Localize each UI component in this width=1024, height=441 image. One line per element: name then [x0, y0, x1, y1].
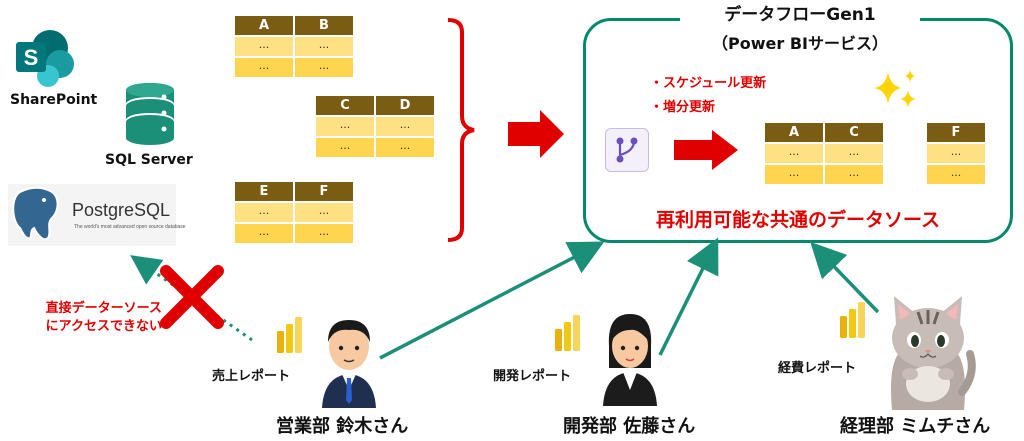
dataflow-icon: [605, 128, 649, 172]
elephant-icon: [12, 186, 59, 241]
sql-server-label: SQL Server: [105, 152, 193, 168]
table-cell: ...: [235, 58, 295, 77]
table-cell: ...: [399, 139, 411, 152]
table-ef: E F ...... ......: [235, 182, 353, 243]
table-header-cell: E: [235, 182, 295, 201]
powerbi-icon: [840, 302, 865, 338]
table-cell: ...: [316, 138, 376, 157]
powerbi-icon: [277, 317, 302, 353]
red-arrow-left: [508, 110, 564, 158]
postgresql-wordmark: PostgreSQL: [72, 200, 171, 220]
table-cell: ...: [318, 38, 330, 51]
dataflow-caption: 再利用可能な共通のデータソース: [655, 209, 941, 231]
table-header-cell: F: [319, 184, 329, 199]
dataflow-subtitle: （Power BIサービス）: [712, 34, 888, 53]
table-cell: ...: [848, 145, 860, 158]
bracket-and-arrow: [447, 18, 564, 242]
table-header-cell: B: [319, 18, 329, 33]
table-cell: ...: [235, 37, 295, 56]
sharepoint-logo: S: [14, 28, 76, 88]
table-ab: A B ...... ......: [235, 16, 353, 77]
table-cell: ...: [318, 204, 330, 217]
sharepoint-icon: S: [16, 30, 74, 87]
dev-report-label: 開発レポート: [493, 369, 572, 384]
table-ac: A C ...... ......: [765, 123, 883, 184]
sales-person-name: 営業部 鈴木さん: [276, 416, 409, 437]
acct-person-name: 経理部 ミムチさん: [840, 416, 991, 437]
bullet-text: 増分更新: [663, 100, 716, 115]
table-header-cell: C: [849, 125, 859, 140]
table-header-cell: F: [951, 125, 961, 140]
arrow-dev: [658, 237, 719, 356]
arrow-blocked: [130, 255, 253, 342]
acct-report-label: 経費レポート: [778, 361, 857, 376]
blocked-line-1: 直接データーソース: [45, 301, 162, 316]
blocked-x-icon: [160, 265, 224, 329]
table-cell: ...: [235, 224, 295, 243]
sparkle-icon: [874, 70, 916, 108]
cat-avatar: [891, 296, 976, 410]
table-cell: ...: [235, 203, 295, 222]
table-cell: ...: [318, 225, 330, 238]
postgresql-tagline: The world's most advanced open source da…: [74, 224, 186, 230]
table-cell: ...: [765, 144, 825, 163]
table-header-cell: A: [235, 16, 295, 35]
bullet-incremental: ・増分更新: [650, 96, 715, 115]
bullet-schedule: ・スケジュール更新: [650, 72, 766, 91]
sharepoint-label: SharePoint: [10, 92, 98, 108]
blocked-line-2: にアクセスできない: [45, 319, 162, 334]
table-cell: ...: [316, 117, 376, 136]
arrow-sales: [379, 241, 605, 360]
red-arrow-center: [674, 130, 738, 170]
table-f: F ... ...: [927, 123, 985, 184]
businessman-avatar: [322, 320, 376, 408]
table-cell: ...: [765, 165, 825, 184]
table-cell: ...: [848, 166, 860, 179]
arrow-acct: [810, 241, 880, 314]
postgresql-logo: PostgreSQL The world's most advanced ope…: [8, 184, 186, 246]
table-header-cell: C: [316, 96, 376, 115]
table-header-cell: A: [765, 123, 825, 142]
powerbi-icon: [555, 315, 580, 351]
database-icon: [124, 82, 176, 148]
bullet-mark: ・: [650, 100, 664, 115]
businesswoman-avatar: [603, 314, 657, 406]
sharepoint-letter: S: [24, 45, 39, 70]
bullet-mark: ・: [650, 76, 664, 91]
table-cell: ...: [950, 166, 962, 179]
blocked-note: 直接データーソース にアクセスできない: [42, 300, 162, 336]
table-cell: ...: [399, 118, 411, 131]
dataflow-title: データフローGen1: [680, 4, 920, 26]
curly-bracket: [447, 18, 475, 242]
table-cell: ...: [950, 145, 962, 158]
dev-person-name: 開発部 佐藤さん: [563, 416, 696, 437]
table-cd: C D ...... ......: [316, 96, 434, 157]
table-cell: ...: [318, 59, 330, 72]
table-header-cell: D: [399, 98, 411, 113]
bullet-text: スケジュール更新: [663, 76, 767, 91]
sales-report-label: 売上レポート: [212, 369, 291, 384]
